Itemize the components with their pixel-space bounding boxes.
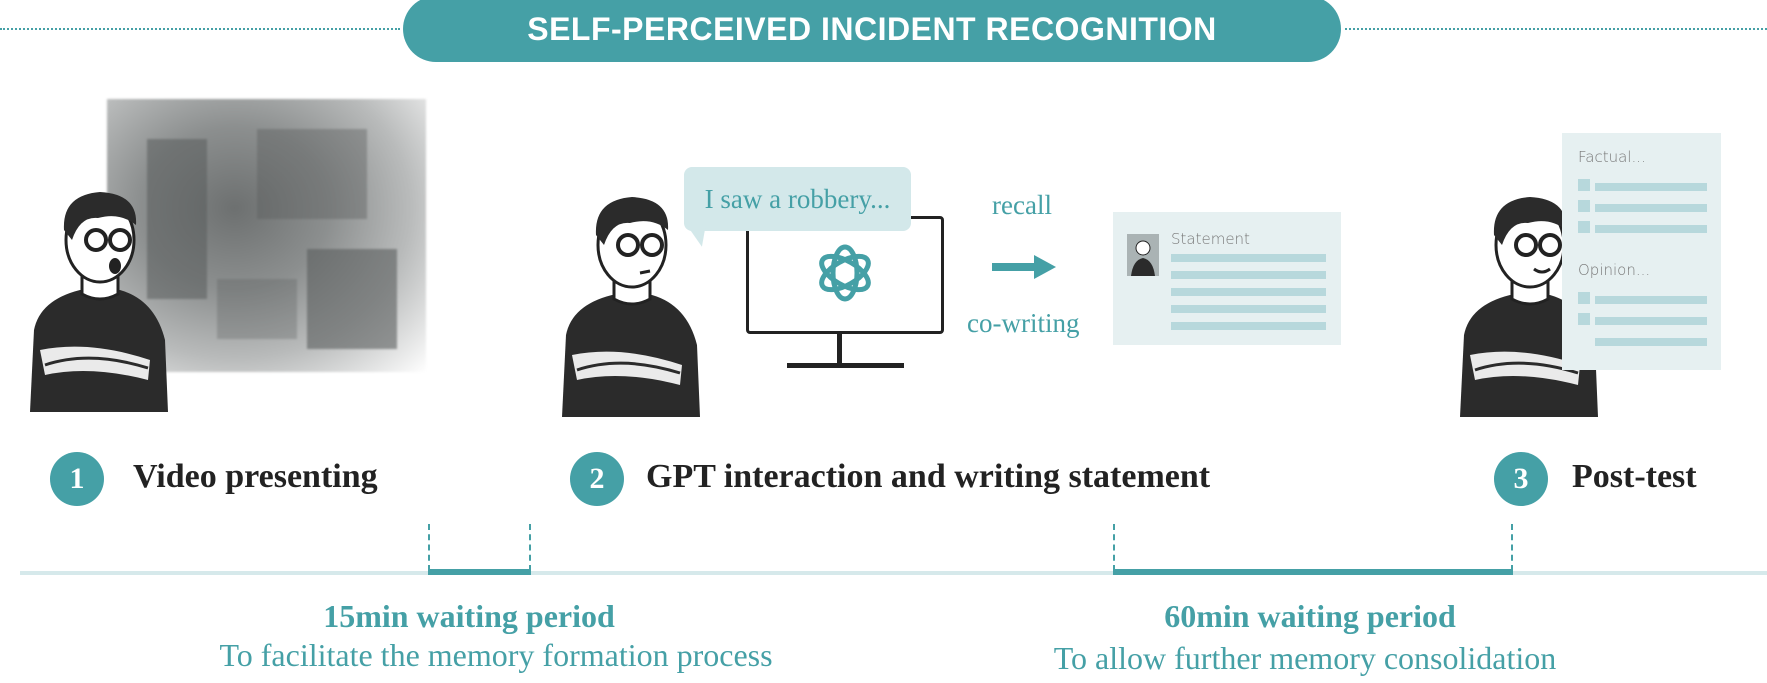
person-chatting-icon — [562, 197, 700, 417]
wait-2-title: 60min waiting period — [1164, 598, 1456, 634]
avatar-icon — [1127, 234, 1159, 276]
monitor-stand — [837, 333, 842, 365]
speech-bubble: I saw a robbery... — [684, 167, 911, 231]
wait-2-bracket — [1113, 569, 1513, 575]
computer-monitor — [746, 216, 944, 334]
statement-card: Statement — [1113, 212, 1341, 345]
step-2-label: GPT interaction and writing statement — [646, 458, 1211, 495]
step-3-label: Post-test — [1572, 458, 1697, 495]
step-2-badge: 2 — [570, 452, 624, 506]
step-1-label: Video presenting — [133, 458, 378, 495]
header-dotted-line-left — [0, 28, 400, 30]
wait-1-bracket — [428, 569, 531, 575]
wait-2-end-marker — [1511, 524, 1513, 571]
wait-2-start-marker — [1113, 524, 1115, 571]
factual-label: Factual... — [1578, 148, 1646, 166]
step-3-badge: 3 — [1494, 452, 1548, 506]
timeline-line — [20, 571, 1767, 575]
statement-card-title: Statement — [1171, 230, 1250, 248]
step-1-badge: 1 — [50, 452, 104, 506]
header-dotted-line-right — [1345, 28, 1767, 30]
wait-1-start-marker — [428, 524, 430, 571]
chatgpt-logo-icon — [819, 244, 871, 302]
monitor-base — [787, 363, 904, 368]
wait-1-title: 15min waiting period — [323, 598, 615, 634]
recall-label: recall — [992, 190, 1052, 220]
cowriting-label: co-writing — [967, 308, 1080, 338]
opinion-label: Opinion... — [1578, 261, 1651, 279]
wait-1-subtitle: To facilitate the memory formation proce… — [219, 637, 773, 673]
wait-2-subtitle: To allow further memory consolidation — [1053, 640, 1557, 676]
wait-1-end-marker — [529, 524, 531, 571]
arrow-right-icon — [992, 255, 1056, 279]
person-watching-icon — [30, 192, 168, 412]
posttest-questionnaire-card: Factual... Opinion... — [1562, 133, 1721, 370]
page-title: SELF-PERCEIVED INCIDENT RECOGNITION — [403, 0, 1341, 62]
